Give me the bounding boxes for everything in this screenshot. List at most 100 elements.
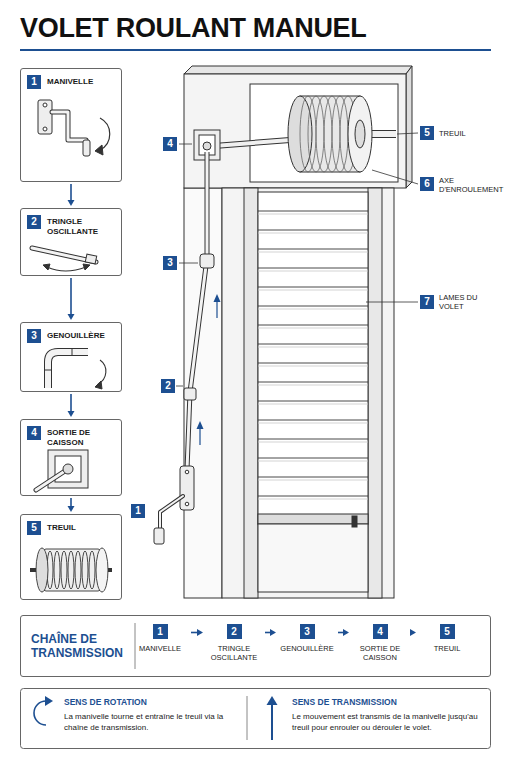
part-name: TREUIL [439,129,499,138]
shutter-frame [222,188,394,598]
elbow-icon [48,352,88,388]
winch-icon [36,548,48,592]
legend-heading: SENS DE TRANSMISSION [292,697,486,708]
leader-line [397,133,418,134]
transmission-symbol [271,703,273,740]
rod-icon [32,248,97,271]
rotation-symbol [34,701,46,725]
step-number: 4 [27,426,41,440]
step-number: 5 [440,624,455,639]
step-number: 4 [373,624,388,639]
step-label: MANIVELLE [131,644,189,653]
connector-arrow [265,629,276,636]
panel-divider [135,623,136,669]
chain-panel: CHAÎNE DE TRANSMISSION1MANIVELLE2TRINGLE… [20,615,491,677]
legend-item: SENS DE TRANSMISSION Le mouvement est tra… [292,697,486,733]
legend-item: SENS DE ROTATIONLa manivelle tourne et e… [64,697,242,733]
transmission-rod [185,502,189,506]
step-label: TRINGLE OSCILLANTE [47,217,119,237]
callout-number: 7 [420,295,434,309]
elbow-icon [98,360,106,384]
rotation-symbol [45,696,53,706]
rotation-symbol [34,696,53,725]
crank-icon [38,100,52,134]
connector-line [70,498,72,507]
winch-icon [82,551,88,589]
step-label: TREUIL [47,523,119,533]
leader-line [176,386,183,387]
transmission-rod [187,152,207,470]
rod-icon [47,267,86,271]
legend-text: Le mouvement est transmis de la manivell… [292,711,486,733]
winding-drum [214,140,290,146]
transmission-rod [180,466,194,510]
step-number: 3 [300,624,315,639]
winch-icon [96,548,108,592]
motion-arrow [197,421,204,429]
step-label: MANIVELLE [47,77,119,87]
connector-arrow [410,629,416,636]
connector-arrow [191,629,203,636]
diagram-title: VOLET ROULANT MANUEL [20,12,366,44]
legend-box [21,689,491,749]
connector-arrow [338,629,349,636]
winding-drum [370,131,396,137]
leader-line [366,302,418,303]
part-name: AXE D'ENROULEMENT [439,176,507,194]
exit-icon [36,469,68,490]
exit-icon [55,456,81,482]
legend-box [247,696,248,740]
step-label: GENOUILLÈRE [278,644,336,653]
arrow-head [410,629,416,636]
step-label: SORTIE DE CAISSON [47,428,119,448]
connector-arrow [68,278,75,320]
arrow-head [68,506,75,512]
elbow-icon [72,348,73,356]
exit-icon [36,469,68,490]
arrow-head [68,314,75,320]
winding-drum [348,96,372,172]
winding-drum [214,96,396,172]
winding-drum [355,120,365,148]
transmission-rod [160,496,183,530]
callout-number: 4 [163,137,177,151]
step-box: 5TREUIL [20,514,122,600]
crank-icon [43,103,47,107]
arrow-head [68,411,75,417]
transmission-rod [184,388,196,400]
winch-icon [89,551,95,589]
crank-icon [52,112,86,140]
part-name: LAMES DU VOLET [439,293,489,311]
connector-line [70,278,72,315]
rod-icon [83,264,90,270]
connector-line [191,632,198,634]
legend-text: La manivelle tourne et entraîne le treui… [64,711,242,733]
winch-icon [42,549,102,591]
leader-line [179,144,192,145]
shutter-box [184,66,412,74]
crank-icon [43,127,47,131]
chain-step: 1MANIVELLE [131,624,189,653]
transmission-rod [187,152,207,470]
crank-icon [38,100,110,156]
shutter-frame [258,192,368,524]
connector-arrow [68,394,75,417]
connector-line [70,184,72,201]
winding-drum [214,140,290,146]
motion-arrow [214,294,221,302]
motion-arrow [199,427,200,445]
step-box: 2TRINGLE OSCILLANTE [20,208,122,276]
winding-drum [370,130,396,138]
step-label: TRINGLE OSCILLANTE [205,644,263,662]
title-rule [20,49,491,51]
connector-arrow [68,184,75,206]
callout-number: 5 [420,126,434,140]
step-label: SORTIE DE CAISSON [351,644,409,662]
exit-icon [63,464,73,474]
elbow-icon [95,381,102,389]
leader-line [179,263,198,264]
chain-step: 2TRINGLE OSCILLANTE [205,624,263,662]
wall-side [184,188,222,598]
arrow-head [197,629,203,636]
step-box: 1MANIVELLE [20,68,122,182]
